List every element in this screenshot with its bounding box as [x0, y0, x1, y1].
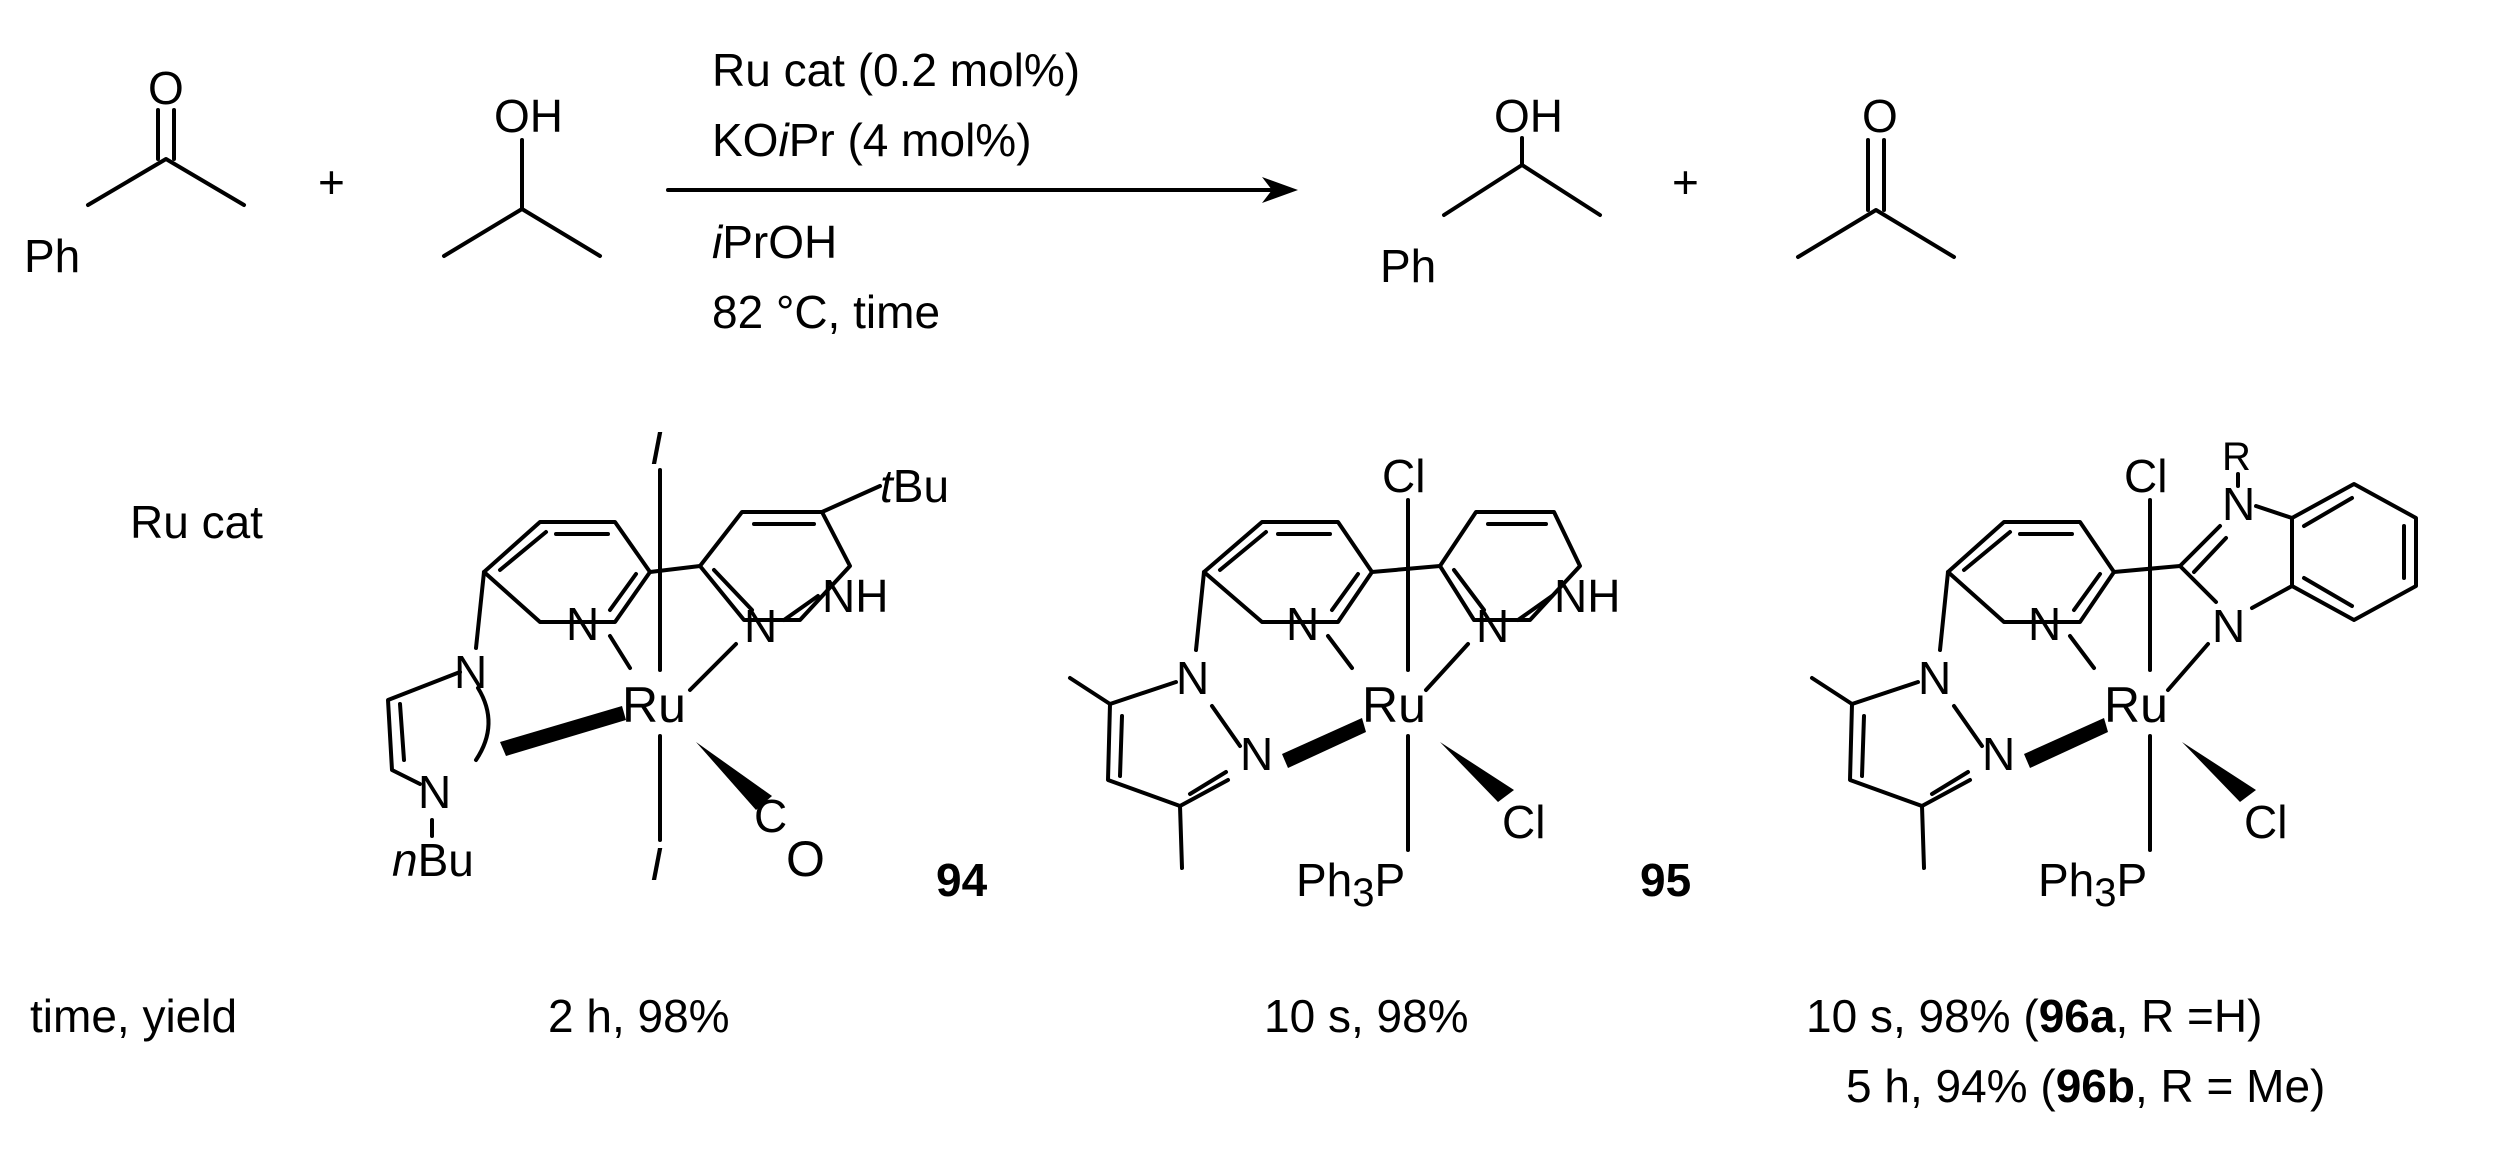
plus-sign-1: + — [318, 156, 345, 208]
result-95: 10 s, 98% — [1264, 990, 1469, 1042]
result-96a: 10 s, 98% (96a, R =H) — [1806, 990, 2262, 1042]
chloride-top: Cl — [2124, 450, 2167, 502]
plus-sign-2: + — [1672, 156, 1699, 208]
chloride-equatorial: Cl — [2244, 796, 2287, 848]
pyridine-n: N — [2028, 598, 2061, 650]
result-94: 2 h, 98% — [548, 990, 730, 1042]
ph3p-label: Ph3P — [2038, 854, 2147, 915]
ru-cat-label: Ru cat — [130, 496, 263, 548]
pyridine-n: N — [1286, 598, 1319, 650]
pyridine-n: N — [566, 598, 599, 650]
pyrazole-n: N — [1476, 600, 1509, 652]
catalyst-95: N N N Ru Cl Ph3P N NH Cl 95 — [1068, 450, 1691, 915]
imidazole-n1: N — [454, 646, 487, 698]
co-oxygen: O — [786, 831, 825, 887]
acetone: O — [1796, 90, 1956, 259]
ph-label: Ph — [1380, 240, 1436, 292]
tbu-label: tBu — [880, 460, 949, 512]
conditions-base: KOiPr (4 mol%) — [712, 114, 1032, 166]
dmpz-n1: N — [1176, 652, 1209, 704]
compound-label-95: 95 — [1640, 854, 1691, 906]
oxygen-label: O — [1862, 90, 1898, 142]
ru-center: Ru — [1362, 677, 1426, 733]
ph3p-label: Ph3P — [1296, 854, 1405, 915]
oh-label: OH — [494, 90, 563, 142]
conditions-catalyst: Ru cat (0.2 mol%) — [712, 44, 1080, 96]
conditions-solvent: iPrOH — [712, 216, 837, 268]
benzimidazole-n: N — [2212, 600, 2245, 652]
result-96b: 5 h, 94% (96b, R = Me) — [1846, 1060, 2325, 1112]
pyrazole-n: N — [744, 600, 777, 652]
time-yield-label: time, yield — [30, 990, 237, 1042]
reaction-arrow — [666, 177, 1298, 203]
isopropanol: OH — [442, 90, 602, 258]
oxygen-label: O — [148, 62, 184, 114]
ru-center: Ru — [622, 677, 686, 733]
oh-label: OH — [1494, 90, 1563, 142]
dmpz-n2: N — [1240, 728, 1273, 780]
dmpz-n1: N — [1918, 652, 1951, 704]
compound-label-94: 94 — [936, 854, 988, 906]
dmpz-n2: N — [1982, 728, 2015, 780]
acetophenone: Ph O — [24, 62, 246, 282]
co-carbon: C — [754, 790, 787, 842]
chloride-equatorial: Cl — [1502, 796, 1545, 848]
conditions-temperature: 82 °C, time — [712, 286, 940, 338]
imidazole-n3: N — [418, 766, 451, 818]
r-substituent: R — [2222, 435, 2251, 479]
pyrazole-nh: NH — [1554, 570, 1620, 622]
iodide-top: I — [650, 422, 663, 474]
iodide-bottom: I — [650, 838, 663, 890]
ph-label: Ph — [24, 230, 80, 282]
phenylethanol: Ph OH — [1380, 90, 1602, 292]
catalyst-94: N N N nBu Ru I I N NH tBu — [386, 422, 988, 906]
ru-center: Ru — [2104, 677, 2168, 733]
catalyst-96: N N N Ru Cl Ph3P N R N — [1810, 435, 2418, 915]
pyrazole-nh: NH — [822, 570, 888, 622]
chloride-top: Cl — [1382, 450, 1425, 502]
nbu-label: nBu — [392, 834, 474, 886]
